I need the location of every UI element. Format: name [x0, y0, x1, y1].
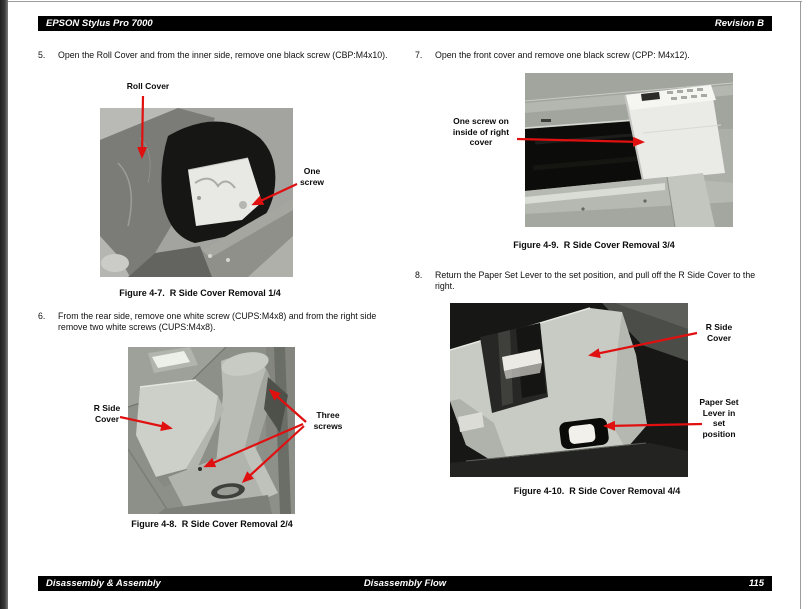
- photo-artwork: [450, 303, 688, 477]
- footer-page-number: 115: [748, 578, 764, 589]
- figure-4-7: Roll Cover One screw Figure 4-7. R Side …: [38, 80, 388, 305]
- figure-4-10-photo: [450, 303, 703, 477]
- step-7: 7. Open the front cover and remove one b…: [415, 50, 770, 61]
- figure-4-7-caption: Figure 4-7. R Side Cover Removal 1/4: [119, 288, 281, 298]
- scan-edge-right: [800, 1, 801, 609]
- callout-three-screws: Three screws: [313, 410, 343, 431]
- step-number: 7.: [415, 50, 423, 60]
- step-text: Open the front cover and remove one blac…: [435, 50, 690, 60]
- figure-4-8-caption: Figure 4-8. R Side Cover Removal 2/4: [131, 519, 293, 529]
- callout-roll-cover: Roll Cover: [126, 81, 170, 91]
- callout-arrows: [119, 389, 307, 484]
- step-6: 6. From the rear side, remove one white …: [38, 311, 390, 333]
- footer-bar: Disassembly & Assembly Disassembly Flow …: [38, 576, 772, 591]
- figure-4-10-caption: Figure 4-10. R Side Cover Removal 4/4: [513, 486, 681, 496]
- callout-arrows: [516, 136, 645, 147]
- callout-arrows: [588, 331, 703, 431]
- step-text: Return the Paper Set Lever to the set po…: [435, 270, 756, 292]
- callout-one-screw: One screw: [299, 166, 325, 187]
- step-5: 5. Open the Roll Cover and from the inne…: [38, 50, 390, 61]
- callout-one-screw-inside: One screw on inside of right cover: [452, 116, 510, 147]
- callout-r-side-cover: R Side Cover: [705, 322, 733, 343]
- photo-artwork: [525, 73, 733, 227]
- figure-4-9-photo: [516, 73, 733, 227]
- header-revision: Revision B: [714, 18, 764, 29]
- header-bar: EPSON Stylus Pro 7000 Revision B: [38, 16, 772, 31]
- footer-section: Disassembly & Assembly: [46, 578, 161, 589]
- scan-edge-top: [8, 1, 802, 2]
- step-text: From the rear side, remove one white scr…: [58, 311, 377, 333]
- figure-4-9: One screw on inside of right cover Figur…: [415, 70, 775, 255]
- figure-4-10: R Side Cover Paper Set Lever in set posi…: [415, 300, 775, 500]
- step-text: Open the Roll Cover and from the inner s…: [58, 50, 388, 60]
- step-8: 8. Return the Paper Set Lever to the set…: [415, 270, 770, 292]
- callout-arrows: [137, 95, 298, 206]
- figure-4-9-caption: Figure 4-9. R Side Cover Removal 3/4: [513, 240, 675, 250]
- figure-4-7-photo: [100, 95, 298, 277]
- callout-paper-set-lever: Paper Set Lever in set position: [699, 397, 739, 439]
- step-number: 6.: [38, 311, 46, 321]
- step-number: 8.: [415, 270, 423, 280]
- callout-r-side-cover: R Side Cover: [93, 403, 121, 424]
- footer-chapter: Disassembly Flow: [363, 578, 447, 589]
- scan-edge-left: [0, 0, 8, 609]
- figure-4-8-photo: [119, 347, 307, 514]
- header-title: EPSON Stylus Pro 7000: [46, 18, 153, 29]
- step-number: 5.: [38, 50, 46, 60]
- figure-4-8: R Side Cover Three screws Figure 4-8. R …: [38, 340, 388, 535]
- photo-artwork: [100, 108, 293, 277]
- photo-artwork: [128, 347, 295, 514]
